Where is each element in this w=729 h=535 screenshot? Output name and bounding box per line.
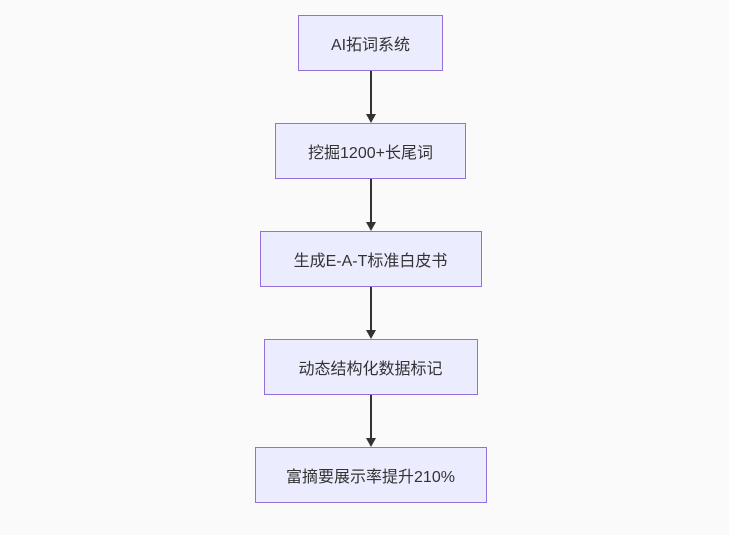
arrow-line bbox=[369, 287, 372, 331]
flow-node-label: 富摘要展示率提升210% bbox=[286, 469, 455, 486]
arrow-line bbox=[369, 71, 372, 115]
flow-node-eat-whitepaper-generation: 生成E-A-T标准白皮书 bbox=[259, 231, 482, 287]
flow-arrow-d-to-e bbox=[365, 395, 376, 447]
flow-arrow-b-to-c bbox=[365, 179, 376, 231]
flow-node-dynamic-structured-data-markup: 动态结构化数据标记 bbox=[263, 339, 478, 395]
flow-node-label: 生成E-A-T标准白皮书 bbox=[293, 253, 448, 270]
flow-node-label: 动态结构化数据标记 bbox=[298, 361, 443, 378]
flowchart-column: AI拓词系统 挖掘1200+长尾词 生成E-A-T标准白皮书 动态结构化数据标记 bbox=[0, 15, 729, 503]
arrow-line bbox=[369, 395, 372, 439]
arrowhead-down-icon bbox=[365, 330, 376, 339]
arrowhead-down-icon bbox=[365, 114, 376, 123]
flow-node-label: 挖掘1200+长尾词 bbox=[308, 145, 433, 162]
flow-arrow-a-to-b bbox=[365, 71, 376, 123]
flow-arrow-c-to-d bbox=[365, 287, 376, 339]
flow-node-rich-snippet-rate-increase: 富摘要展示率提升210% bbox=[254, 447, 487, 503]
flow-node-label: AI拓词系统 bbox=[330, 37, 411, 54]
flow-node-longtail-keyword-mining: 挖掘1200+长尾词 bbox=[275, 123, 466, 179]
arrowhead-down-icon bbox=[365, 222, 376, 231]
flow-node-ai-word-expansion-system: AI拓词系统 bbox=[298, 15, 443, 71]
arrowhead-down-icon bbox=[365, 438, 376, 447]
arrow-line bbox=[369, 179, 372, 223]
